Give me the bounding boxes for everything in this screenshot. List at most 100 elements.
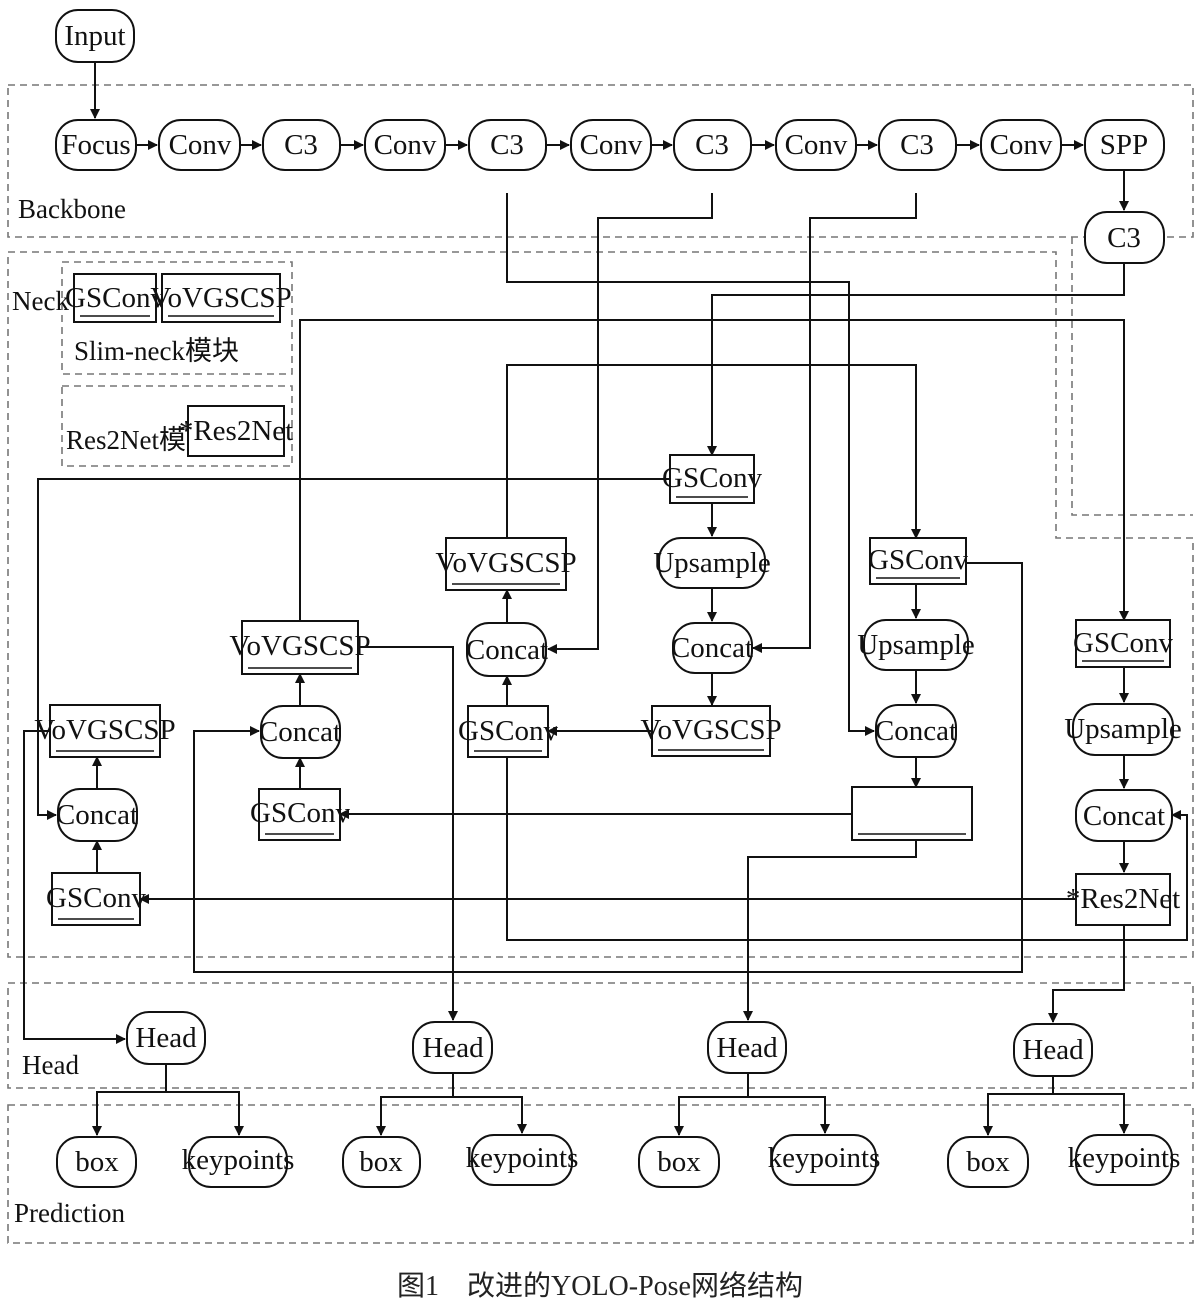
pill-nodes: Input Focus Conv C3 Conv C3 Conv C3 Conv… xyxy=(55,9,1182,1188)
concat-b-node xyxy=(466,622,547,677)
keypoints3-node xyxy=(771,1134,877,1186)
svg-text:GSConv: GSConv xyxy=(868,544,968,576)
head3-node xyxy=(707,1021,787,1074)
legend-slim-neck-title: Slim-neck模块 xyxy=(74,336,239,366)
svg-text:Upsample: Upsample xyxy=(857,629,975,661)
focus-node xyxy=(55,119,137,171)
edge-c3-gsconv-a xyxy=(707,263,1125,456)
svg-text:GSConv: GSConv xyxy=(250,797,350,829)
svg-text:Concat: Concat xyxy=(1083,800,1165,832)
region-label-backbone: Backbone xyxy=(18,194,126,224)
c3-3-node xyxy=(673,119,752,171)
svg-text:C3: C3 xyxy=(284,129,318,161)
head2-node xyxy=(412,1021,493,1074)
conv2-node xyxy=(364,119,446,171)
svg-text:Concat: Concat xyxy=(259,716,341,748)
slim-neck-legend-frame xyxy=(61,261,293,375)
svg-text:Head: Head xyxy=(1022,1034,1084,1066)
svg-text:GSConv: GSConv xyxy=(662,462,762,494)
svg-text:box: box xyxy=(359,1146,403,1178)
svg-text:keypoints: keypoints xyxy=(182,1144,295,1176)
box3-node xyxy=(638,1136,720,1188)
edge-head4-box xyxy=(983,1076,1054,1136)
svg-text:Concat: Concat xyxy=(875,715,957,747)
svg-text:C3: C3 xyxy=(695,129,729,161)
box1-node xyxy=(56,1136,137,1188)
svg-text:GSConv: GSConv xyxy=(1073,627,1173,659)
vov-a-node xyxy=(651,705,771,757)
svg-text:keypoints: keypoints xyxy=(1068,1142,1181,1174)
concat-c-node xyxy=(875,704,957,758)
svg-text:Upsample: Upsample xyxy=(1064,713,1182,745)
svg-text:Conv: Conv xyxy=(580,129,643,161)
edge-head2-keypoints xyxy=(453,1096,527,1134)
edge-head1-keypoints xyxy=(166,1091,244,1136)
backbone-region xyxy=(7,84,1194,238)
gsconv-e-node xyxy=(258,788,341,841)
svg-text:Concat: Concat xyxy=(56,799,138,831)
svg-text:Head: Head xyxy=(422,1032,484,1064)
gsconv-b-node xyxy=(467,705,549,758)
vov-c-node xyxy=(851,786,973,841)
upsample-c-node xyxy=(863,619,969,671)
edge-vov-e-gsconv-r xyxy=(299,319,1129,621)
edge-head1-box xyxy=(92,1064,167,1136)
svg-text:Head: Head xyxy=(135,1022,197,1054)
svg-text:C3: C3 xyxy=(900,129,934,161)
c3-5-node xyxy=(1084,211,1165,264)
edge-head3-keypoints xyxy=(748,1096,830,1134)
res2net-c-node xyxy=(1075,873,1171,926)
head-region xyxy=(7,982,1194,1089)
edge-gsconv-a-concat-f xyxy=(37,478,669,820)
svg-text:C3: C3 xyxy=(490,129,524,161)
legend-res2net-box xyxy=(187,405,285,457)
head4-node xyxy=(1013,1023,1093,1077)
legend-gsconv: GSConv xyxy=(65,282,165,314)
edge-head2-box xyxy=(376,1073,454,1136)
edge-head3-box xyxy=(674,1073,749,1136)
edge-c3-4-concat-a xyxy=(752,193,917,653)
vov-f-node xyxy=(49,704,161,758)
c3-2-node xyxy=(468,119,547,171)
gsconv-r-node xyxy=(1075,619,1171,668)
keypoints2-node xyxy=(471,1134,573,1186)
head1-node xyxy=(126,1011,206,1065)
gsconv-a-node xyxy=(669,454,755,504)
vov-e-node xyxy=(241,620,359,675)
svg-text:SPP: SPP xyxy=(1100,129,1148,161)
legend: GSConv VoVGSCSP Slim-neck模块 Res2Net模块 *R… xyxy=(65,273,293,457)
legend-vovgscsp: VoVGSCSP xyxy=(150,282,291,314)
svg-text:Conv: Conv xyxy=(169,129,232,161)
region-label-head: Head xyxy=(22,1050,79,1080)
svg-text:Concat: Concat xyxy=(466,634,548,666)
concat-r-node xyxy=(1075,789,1173,842)
upsample-a-node xyxy=(658,537,766,589)
svg-text:GSConv: GSConv xyxy=(46,882,146,914)
svg-text:GSConv: GSConv xyxy=(458,715,558,747)
svg-text:Head: Head xyxy=(716,1032,778,1064)
edges xyxy=(23,62,1188,1136)
input-node xyxy=(55,9,135,63)
conv1-node xyxy=(158,119,241,171)
box4-node xyxy=(947,1136,1029,1188)
legend-vovgscsp-box xyxy=(161,273,281,323)
conv5-node xyxy=(980,119,1062,171)
svg-text:box: box xyxy=(75,1146,119,1178)
gsconv-c-node xyxy=(869,537,967,585)
upsample-r-node xyxy=(1072,703,1174,756)
keypoints4-node xyxy=(1075,1134,1173,1186)
svg-text:C3: C3 xyxy=(1107,222,1141,254)
region-label-neck: Neck xyxy=(12,286,69,316)
svg-text:VoVGSCSP: VoVGSCSP xyxy=(640,714,781,746)
svg-text:Upsample: Upsample xyxy=(653,547,771,579)
yolo-pose-diagram: Backbone Neck Head Prediction GSConv VoV… xyxy=(7,9,1194,1244)
gsconv-f-node xyxy=(51,872,141,926)
figure-caption: 图1 改进的YOLO-Pose网络结构 xyxy=(397,1271,803,1302)
prediction-region xyxy=(7,1104,1194,1244)
conv3-node xyxy=(570,119,652,171)
rect-nodes: GSConv VoVGSCSP GSConv VoVGSCSP GSConv V… xyxy=(34,454,1180,926)
svg-text:Conv: Conv xyxy=(990,129,1053,161)
legend-res2net: *Res2Net xyxy=(179,415,293,447)
svg-text:Focus: Focus xyxy=(61,129,130,161)
edge-vov-b-gsconv-c xyxy=(506,364,921,539)
